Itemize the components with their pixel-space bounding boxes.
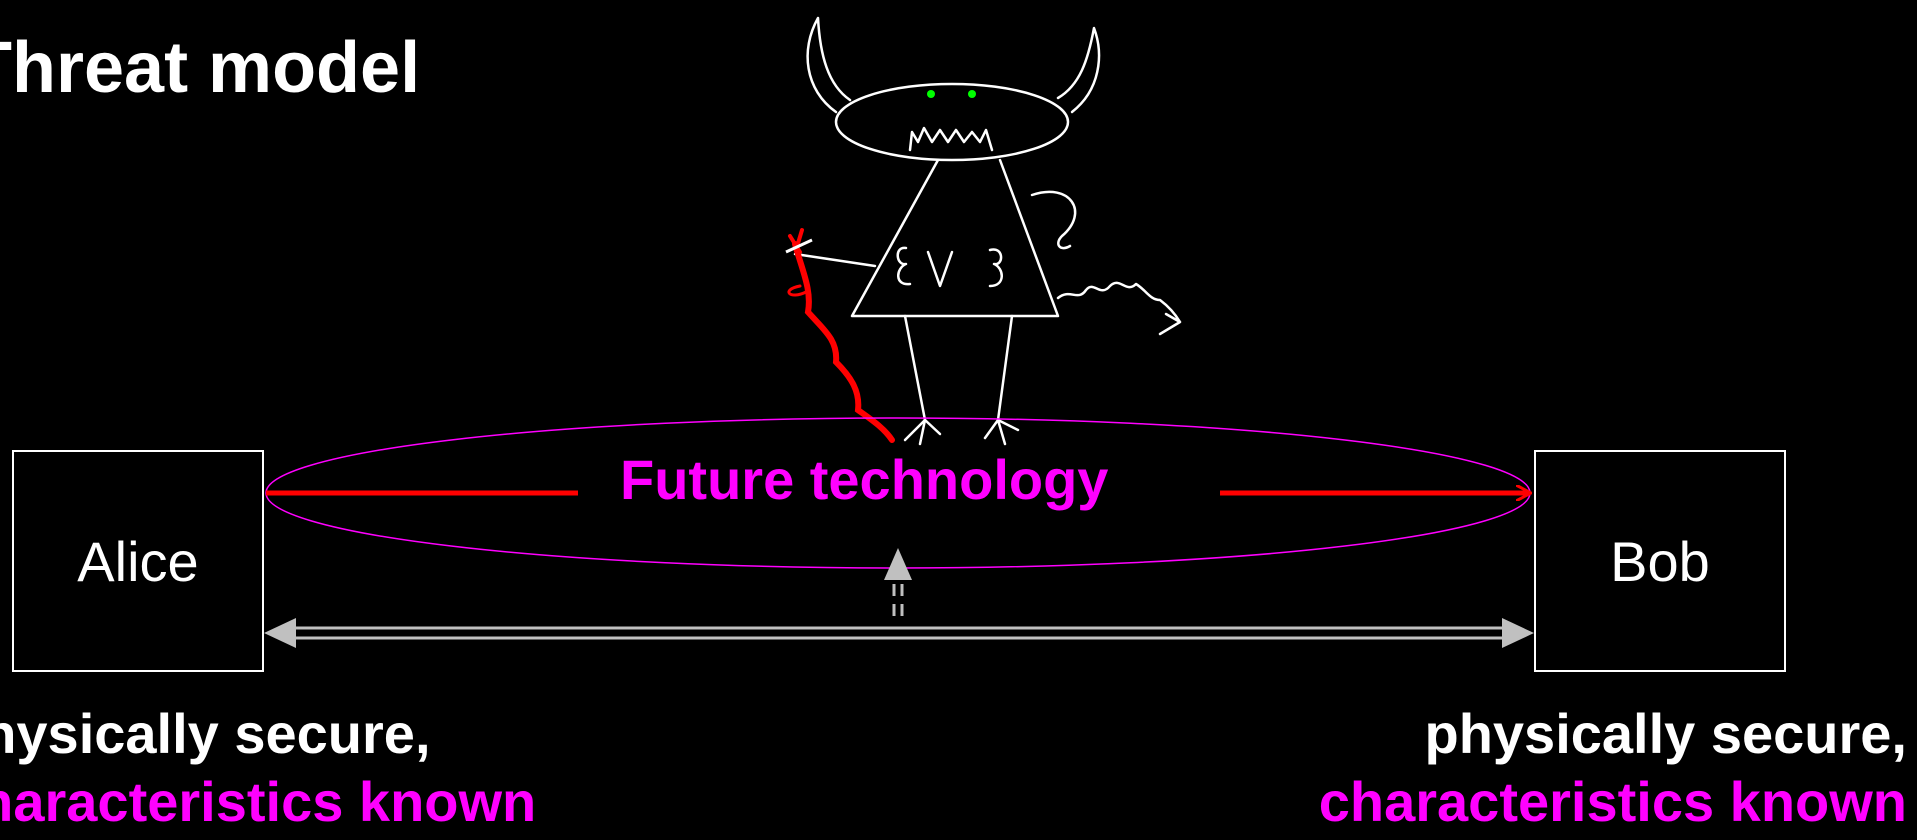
bob-caption: physically secure, characteristics known	[1319, 700, 1907, 836]
alice-box: Alice	[12, 450, 264, 672]
dashed-up-arrow	[884, 548, 912, 616]
bob-caption-known: characteristics known	[1318, 770, 1907, 833]
devil-eye-right	[968, 90, 976, 98]
devil-eavesdropper-icon	[793, 16, 1182, 446]
alice-caption-secure: physically secure,	[0, 702, 431, 765]
alice-caption: physically secure, characteristics known	[0, 700, 536, 836]
devil-eye-left	[927, 90, 935, 98]
classical-channel-arrow	[264, 618, 1534, 648]
alice-label: Alice	[77, 529, 199, 593]
bob-box: Bob	[1534, 450, 1786, 672]
trident-crossbar-icon	[785, 238, 813, 254]
slide-title: Threat model	[0, 28, 421, 108]
alice-caption-known: characteristics known	[0, 770, 537, 833]
future-technology-label: Future technology	[620, 448, 1109, 511]
bob-caption-secure: physically secure,	[1424, 702, 1907, 765]
bob-label: Bob	[1610, 529, 1710, 593]
